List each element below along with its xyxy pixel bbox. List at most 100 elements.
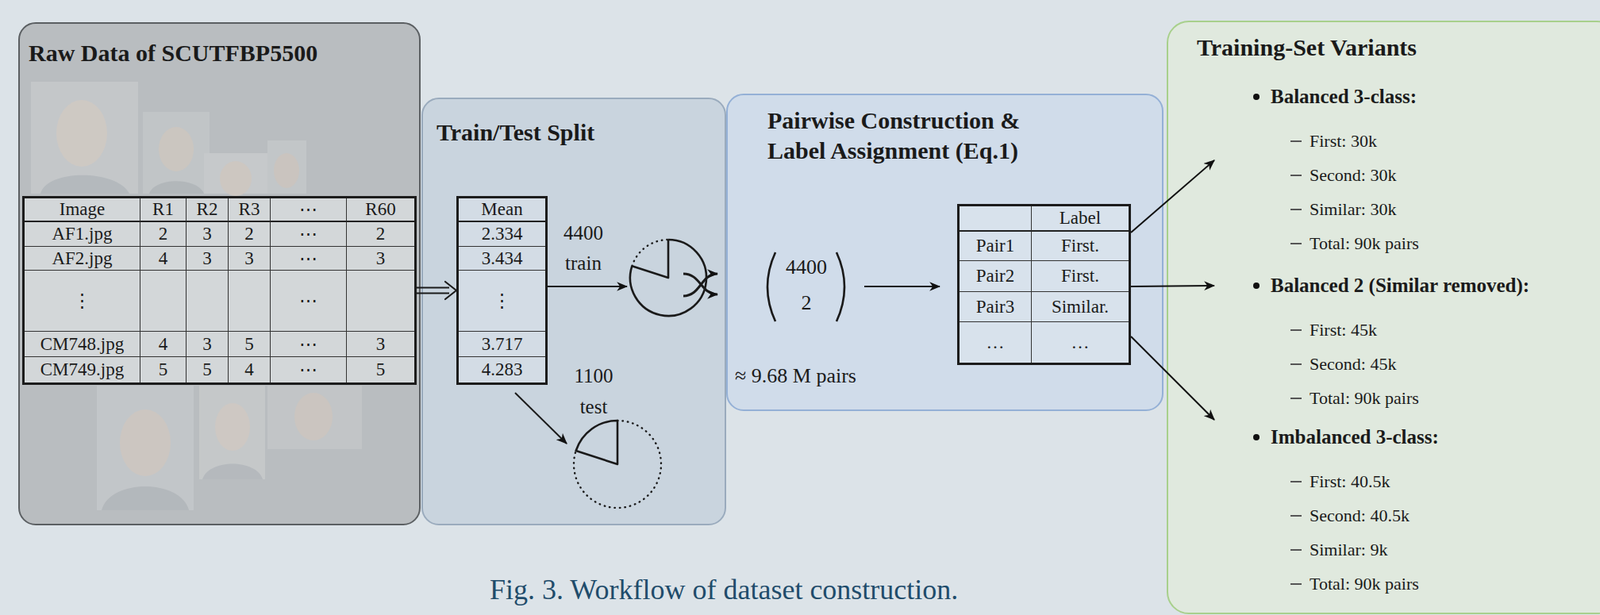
train-pie-radii [631,239,669,278]
variant-heading-line: Balanced 3-class: [1214,82,1420,112]
table-cell: CM749.jpg [24,357,141,383]
table-cell-text: … [1071,332,1090,354]
table-cell-text: First. [1061,265,1100,287]
photo-tile [199,385,266,480]
pairwise-panel: Pairwise Construction & Label Assignment… [726,93,1164,412]
table-cell: 2 [346,222,415,247]
table-cell: Pair1 [959,231,1032,262]
variant-item: Second: 40.5k [1309,498,1439,533]
table-cell-text: 2.334 [481,223,524,245]
variant-item: First: 45k [1309,312,1530,347]
double-arrow-shaft [416,292,450,295]
panel-title: Raw Data of SCUTFBP5500 [28,38,318,69]
table-cell: 5 [186,357,229,383]
table-cell [140,270,187,332]
pair-count-label-box: ≈ 9.68 M pairs [734,364,857,389]
variant-item-line: Second: 40.5k [1214,498,1439,533]
double-arrow [416,281,457,300]
mean-table: Mean2.3343.434⋮3.7174.283 [456,196,548,385]
variant-item-line: Similar: 30k [1214,192,1420,227]
table-cell: 4 [228,357,271,383]
table-cell-text: CM749.jpg [40,359,124,381]
variant-item-line: First: 40.5k [1214,464,1439,499]
test-count-label-box: 1100 test [565,360,622,423]
pair-count-label: ≈ 9.68 M pairs [734,364,857,389]
table-cell-text: 3 [376,334,386,355]
table-cell-text: 3 [244,248,254,270]
table-cell-text: 2 [244,223,254,245]
table-cell: 2 [228,222,271,247]
table-cell: First. [1031,231,1129,262]
binomial-paren [767,252,776,322]
variant-item: First: 40.5k [1309,464,1439,499]
table-cell: AF1.jpg [24,222,141,247]
face-shoulders [149,180,204,194]
table-cell [959,206,1032,232]
table-cell: 4 [140,246,187,271]
flow-arrow [1130,336,1215,420]
variants-panel: Training-Set VariantsBalanced 3-class:Fi… [1166,20,1600,615]
binomial-bottom: 2 [774,291,839,316]
face-shoulders [202,464,263,481]
table-cell-text: ⋯ [299,223,318,245]
label-table: LabelPair1First.Pair2First.Pair3Similar.… [957,203,1131,366]
table-cell: 3 [186,222,229,247]
table-cell: 3.434 [458,246,546,271]
train-count-label-box: 4400 train [555,218,612,279]
face-head [273,153,300,189]
variant-item: Total: 90k pairs [1309,380,1530,416]
variant-item-line: First: 45k [1214,312,1530,347]
table-cell: 2 [140,222,187,247]
table-cell-text: ⋯ [299,199,318,220]
binomial-top-box: 4400 [774,255,839,280]
table-cell [346,270,415,332]
shuffle-arrow [683,273,718,297]
bullet-dot [1253,282,1260,289]
variant-item-line: Second: 30k [1214,157,1420,193]
train-arrow [547,285,627,288]
photo-tile [96,385,194,511]
test-pie-slice [576,420,618,465]
variant-item: Similar: 9k [1309,532,1439,567]
variant-item-line: Total: 90k pairs [1214,380,1530,416]
face-head [294,392,333,441]
table-cell: 4 [140,331,187,358]
variant-heading-line: Balanced 2 (Similar removed): [1214,271,1530,300]
table-cell-text: R60 [365,199,396,220]
table-cell: 4.283 [458,357,546,383]
photo-tile [30,81,139,194]
table-cell-text: Pair3 [976,296,1016,318]
table-cell-text: Pair2 [976,265,1016,287]
item-dash [1290,242,1302,245]
table-cell-text: First. [1061,235,1100,257]
test-pie-missing-part [573,420,662,508]
variant-item-line: Total: 90k pairs [1214,226,1420,261]
bullet-dot [1253,93,1260,100]
face-shoulders [101,486,189,511]
table-cell: Label [1031,206,1129,232]
table-cell-text: 3 [202,334,212,355]
table-cell-text: 5 [202,359,212,381]
table-cell: R3 [228,198,271,223]
variant-item: Similar: 30k [1309,192,1420,227]
double-arrow-head [445,281,457,300]
variant-group: Balanced 3-class:First: 30kSecond: 30kSi… [1214,79,1427,261]
table-cell: Pair2 [959,261,1032,293]
item-dash [1290,363,1302,366]
table-cell: ⋯ [270,357,347,383]
table-cell: Similar. [1031,292,1129,323]
variant-group: Imbalanced 3-class: First: 40.5kSecond: 4… [1214,416,1447,601]
table-cell: ⋮ [24,270,141,332]
table-cell-text: ⋮ [492,290,512,312]
variant-heading: Imbalanced 3-class: [1270,423,1439,452]
binomial-bottom-box: 2 [774,291,839,316]
item-dash [1290,329,1302,331]
item-dash [1290,583,1302,585]
table-cell: … [959,322,1032,363]
split-panel: Train/Test SplitMean2.3343.434⋮3.7174.28… [421,97,727,526]
variant-item-line: Second: 45k [1214,346,1530,381]
table-cell-text: 5 [158,359,169,381]
face-head [215,403,250,451]
photo-tile [267,385,362,450]
double-arrow-shaft [416,287,450,289]
